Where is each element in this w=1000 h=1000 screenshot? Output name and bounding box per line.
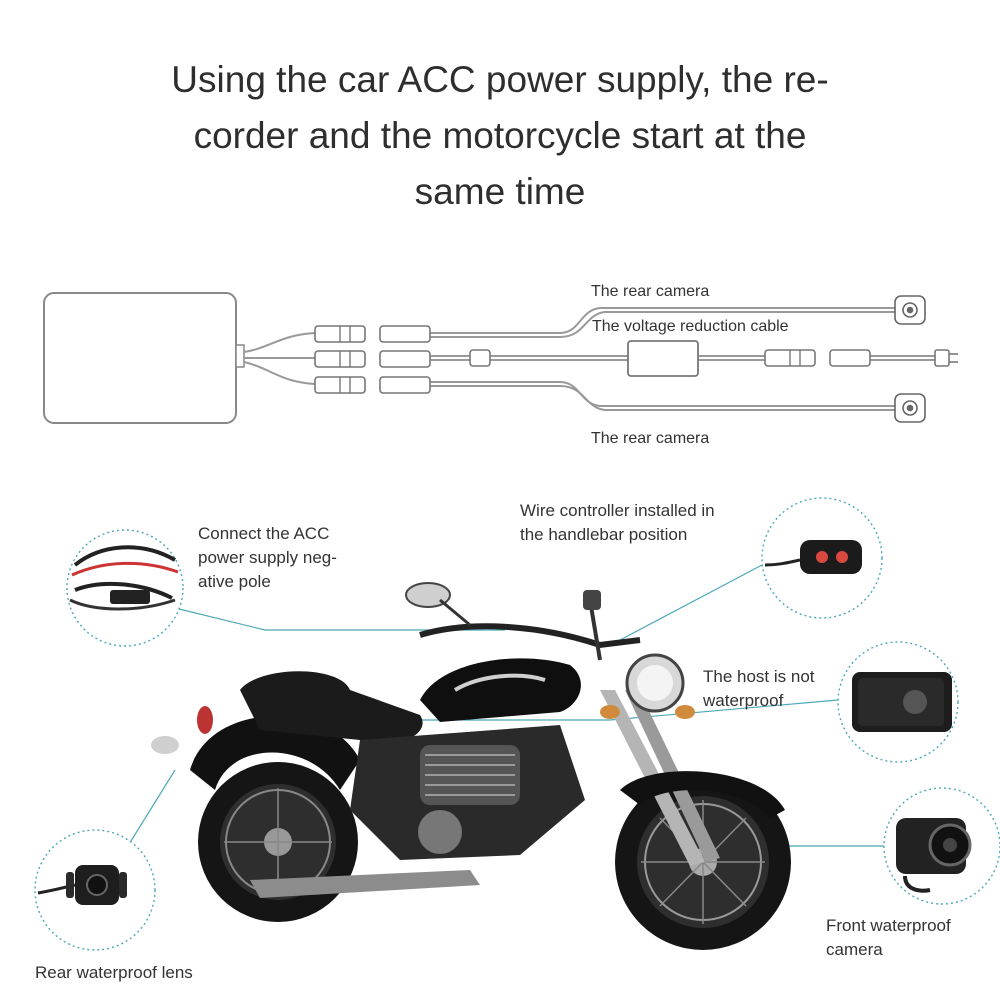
front-camera-callout-label: Front waterproof camera — [826, 916, 951, 959]
rear-lens-callout-label: Rear waterproof lens — [35, 963, 193, 982]
rear-lens-callout-circle — [34, 829, 156, 951]
host-callout-label: The host is not waterproof — [703, 667, 815, 710]
rear-camera-bottom-label: The rear camera — [591, 430, 710, 447]
rear-camera-top-icon — [894, 295, 926, 325]
acc-callout-circle — [66, 529, 184, 647]
rear-camera-bottom-icon — [894, 393, 926, 423]
rear-camera-top-label: The rear camera — [591, 283, 710, 300]
voltage-reduction-box — [627, 340, 699, 377]
voltage-cable-label: The voltage reduction cable — [592, 318, 789, 335]
front-camera-callout-circle — [883, 787, 1000, 905]
page-title: Using the car ACC power supply, the re- … — [171, 59, 829, 212]
wire-controller-callout-circle — [761, 497, 883, 619]
wire-controller-callout-label: Wire controller installed in the handleb… — [520, 501, 715, 544]
power-plug — [934, 349, 958, 367]
motorcycle — [151, 582, 791, 950]
host-callout-circle — [837, 641, 959, 763]
cable-bundle — [243, 307, 935, 411]
acc-callout-label: Connect the ACC power supply neg- ative … — [198, 524, 337, 591]
